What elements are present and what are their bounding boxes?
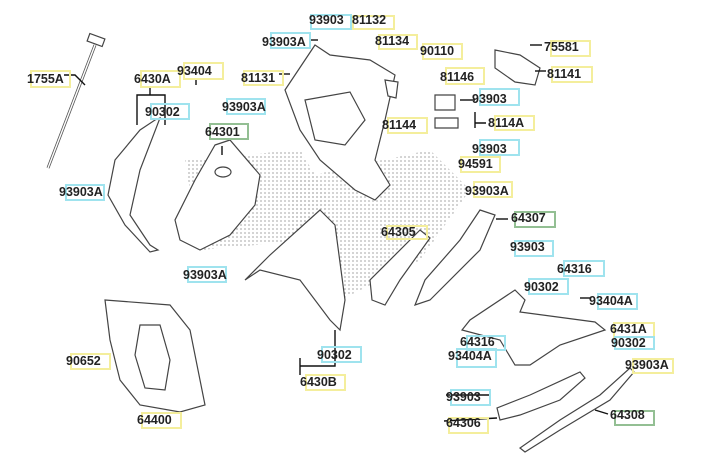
label-box-cyan <box>150 103 190 120</box>
label-box-cyan <box>614 336 655 350</box>
front-side-cover-part <box>244 209 346 332</box>
label-box-yellow <box>422 43 463 60</box>
label-box-green <box>209 123 249 140</box>
part-number-label[interactable]: 64307 <box>511 211 546 225</box>
part-number-label[interactable]: 64308 <box>610 408 645 422</box>
part-number-label[interactable]: 93903 <box>472 142 507 156</box>
part-number-label[interactable]: 64316 <box>460 335 495 349</box>
label-box-yellow <box>632 358 674 374</box>
part-number-label[interactable]: 93903 <box>510 240 545 254</box>
part-number-label[interactable]: 1755A <box>27 72 64 86</box>
label-box-yellow <box>70 353 111 370</box>
part-number-label[interactable]: 8114A <box>488 116 525 130</box>
part-number-label[interactable]: 93903A <box>625 358 669 372</box>
label-box-cyan <box>466 335 506 351</box>
part-number-label[interactable]: 6430A <box>134 72 171 86</box>
part-number-label[interactable]: 6431A <box>610 322 647 336</box>
part-number-label[interactable]: 75581 <box>544 40 579 54</box>
label-box-cyan <box>310 14 352 30</box>
grille-part <box>494 49 541 86</box>
part-number-label[interactable]: 64306 <box>446 416 481 430</box>
label-box-cyan <box>514 240 554 257</box>
part-number-label[interactable]: 64316 <box>557 262 592 276</box>
floor-panel-part <box>460 289 607 366</box>
part-number-label[interactable]: 90302 <box>611 336 646 350</box>
leader-lines <box>64 39 609 422</box>
label-box-yellow <box>183 62 224 80</box>
label-box-cyan <box>563 260 605 277</box>
lower-cover-grille <box>134 324 171 391</box>
part-number-label[interactable]: 90302 <box>524 280 559 294</box>
part-number-label[interactable]: 93903A <box>465 184 509 198</box>
dipstick-part <box>46 32 106 169</box>
label-box-cyan <box>528 278 569 295</box>
label-box-green <box>614 410 655 426</box>
label-box-green <box>514 211 556 228</box>
part-number-label[interactable]: 93404A <box>448 349 492 363</box>
label-box-yellow <box>386 225 428 240</box>
part-number-label[interactable]: 93903A <box>222 100 266 114</box>
part-number-label[interactable]: 81146 <box>440 70 475 84</box>
label-box-yellow <box>460 156 501 173</box>
label-box-yellow <box>141 412 182 429</box>
part-number-label[interactable]: 90110 <box>420 44 455 58</box>
front-cover-part <box>174 139 261 251</box>
part-number-label[interactable]: 93903A <box>262 35 306 49</box>
label-box-yellow <box>387 117 428 134</box>
label-box-yellow <box>494 115 535 131</box>
part-number-label[interactable]: 81144 <box>382 118 417 132</box>
part-number-label[interactable]: 93903A <box>183 268 227 282</box>
part-number-label[interactable]: 94591 <box>458 157 493 171</box>
part-number-label[interactable]: 64301 <box>205 125 240 139</box>
left-side-cover-part <box>107 116 162 253</box>
part-number-label[interactable]: 6430B <box>300 375 337 389</box>
label-box-yellow <box>550 40 591 57</box>
part-number-label[interactable]: 93903 <box>309 13 344 27</box>
label-box-cyan <box>187 266 227 283</box>
inner-side-cover-part <box>369 229 431 306</box>
label-box-yellow <box>140 70 181 88</box>
label-box-cyan <box>450 389 491 406</box>
part-number-label[interactable]: 93404A <box>589 294 633 308</box>
label-box-yellow <box>30 70 71 88</box>
inner-panel-pocket <box>304 91 366 146</box>
tray-part <box>384 79 399 99</box>
label-box-cyan <box>479 139 520 156</box>
part-number-label[interactable]: 90652 <box>66 354 101 368</box>
label-box-cyan <box>456 348 497 368</box>
part-number-label[interactable]: 90302 <box>145 105 180 119</box>
label-box-yellow <box>243 70 284 86</box>
label-box-cyan <box>226 98 266 115</box>
label-box-cyan <box>65 184 105 201</box>
front-cover-emblem <box>214 166 232 178</box>
part-number-label[interactable]: 93404 <box>177 64 212 78</box>
part-number-label[interactable]: 93903 <box>446 390 481 404</box>
label-box-cyan <box>270 32 311 49</box>
right-trim-part <box>496 371 586 421</box>
lock-part <box>434 117 459 129</box>
center-cover-part <box>413 209 496 306</box>
label-box-yellow <box>551 66 593 83</box>
label-box-cyan <box>321 346 362 363</box>
part-number-label[interactable]: 64305 <box>381 225 416 239</box>
label-box-yellow <box>378 34 418 50</box>
part-number-label[interactable]: 93903 <box>472 92 507 106</box>
label-box-cyan <box>597 293 638 310</box>
label-box-yellow <box>448 417 489 434</box>
part-number-label[interactable]: 81131 <box>241 71 276 85</box>
latch-part <box>434 94 456 111</box>
part-number-label[interactable]: 64400 <box>137 413 172 427</box>
label-box-cyan <box>479 88 520 106</box>
left-trim-part <box>518 367 635 453</box>
label-box-yellow <box>352 15 395 30</box>
part-number-label[interactable]: 81132 <box>352 13 387 27</box>
part-number-label[interactable]: 93903A <box>59 185 103 199</box>
label-box-yellow <box>473 181 513 198</box>
part-number-label[interactable]: 81141 <box>547 67 582 81</box>
part-number-label[interactable]: 90302 <box>317 348 352 362</box>
label-box-yellow <box>445 67 485 85</box>
label-box-yellow <box>305 374 346 391</box>
part-number-label[interactable]: 81134 <box>375 34 410 48</box>
